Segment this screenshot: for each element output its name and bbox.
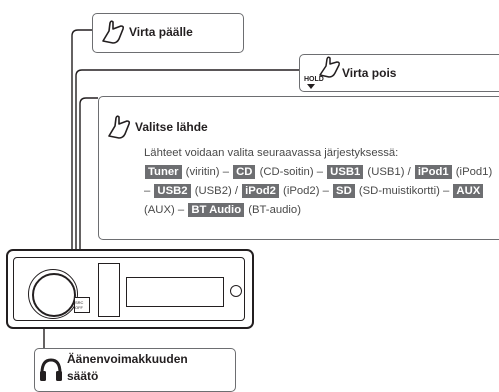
source-desc: (CD-soitin) – (256, 166, 327, 178)
source-sequence: Tuner (viritin) – CD (CD-soitin) – USB1 … (144, 163, 494, 220)
display-screen (126, 277, 224, 307)
finger-press-icon (102, 20, 125, 44)
source-tag: SD (333, 184, 355, 198)
source-tag: iPod1 (414, 165, 452, 179)
source-tag: CD (233, 165, 256, 179)
source-desc: (iPod1) – (144, 166, 493, 197)
source-desc: (BT-audio) (245, 204, 301, 216)
source-desc: (USB1) / (364, 166, 414, 178)
source-tag: Tuner (145, 165, 182, 179)
head-unit-inner-frame (13, 257, 245, 321)
src-button[interactable] (74, 297, 90, 313)
button-strip[interactable] (98, 263, 120, 317)
source-desc: (SD-muistikortti) – (355, 185, 453, 197)
power-on-callout: Virta päälle (92, 13, 244, 53)
off-label: OFF (75, 305, 83, 310)
source-desc: (USB2) / (191, 185, 242, 197)
source-desc: (viritin) – (182, 166, 233, 178)
source-title: Valitse lähde (135, 120, 208, 134)
source-desc: (iPod2) – (279, 185, 333, 197)
aux-jack[interactable] (230, 285, 242, 297)
volume-title-line1: Äänenvoimakkuuden (67, 352, 188, 366)
source-tag: USB1 (327, 165, 364, 179)
source-tag: AUX (453, 184, 484, 198)
source-description: Lähteet voidaan valita seuraavassa järje… (144, 144, 494, 220)
head-unit: SRC OFF (6, 249, 254, 329)
hold-label: HOLD (304, 76, 324, 83)
source-tag: USB2 (154, 184, 191, 198)
volume-callout: Äänenvoimakkuuden säätö (34, 348, 236, 392)
finger-press-icon (319, 56, 340, 78)
src-label: SRC (75, 300, 84, 305)
volume-title-line2: säätö (67, 369, 99, 383)
source-tag: BT Audio (188, 203, 245, 217)
finger-press-icon (108, 115, 131, 139)
knob-ring (28, 269, 78, 319)
source-intro: Lähteet voidaan valita seuraavassa järje… (144, 147, 399, 159)
source-tag: iPod2 (242, 184, 279, 198)
hold-arrow-icon (307, 84, 315, 89)
power-off-callout: HOLD Virta pois (299, 54, 499, 92)
power-off-title: Virta pois (342, 66, 397, 80)
headphones-icon (40, 358, 62, 381)
power-on-title: Virta päälle (129, 25, 193, 39)
source-desc: (AUX) – (144, 204, 188, 216)
